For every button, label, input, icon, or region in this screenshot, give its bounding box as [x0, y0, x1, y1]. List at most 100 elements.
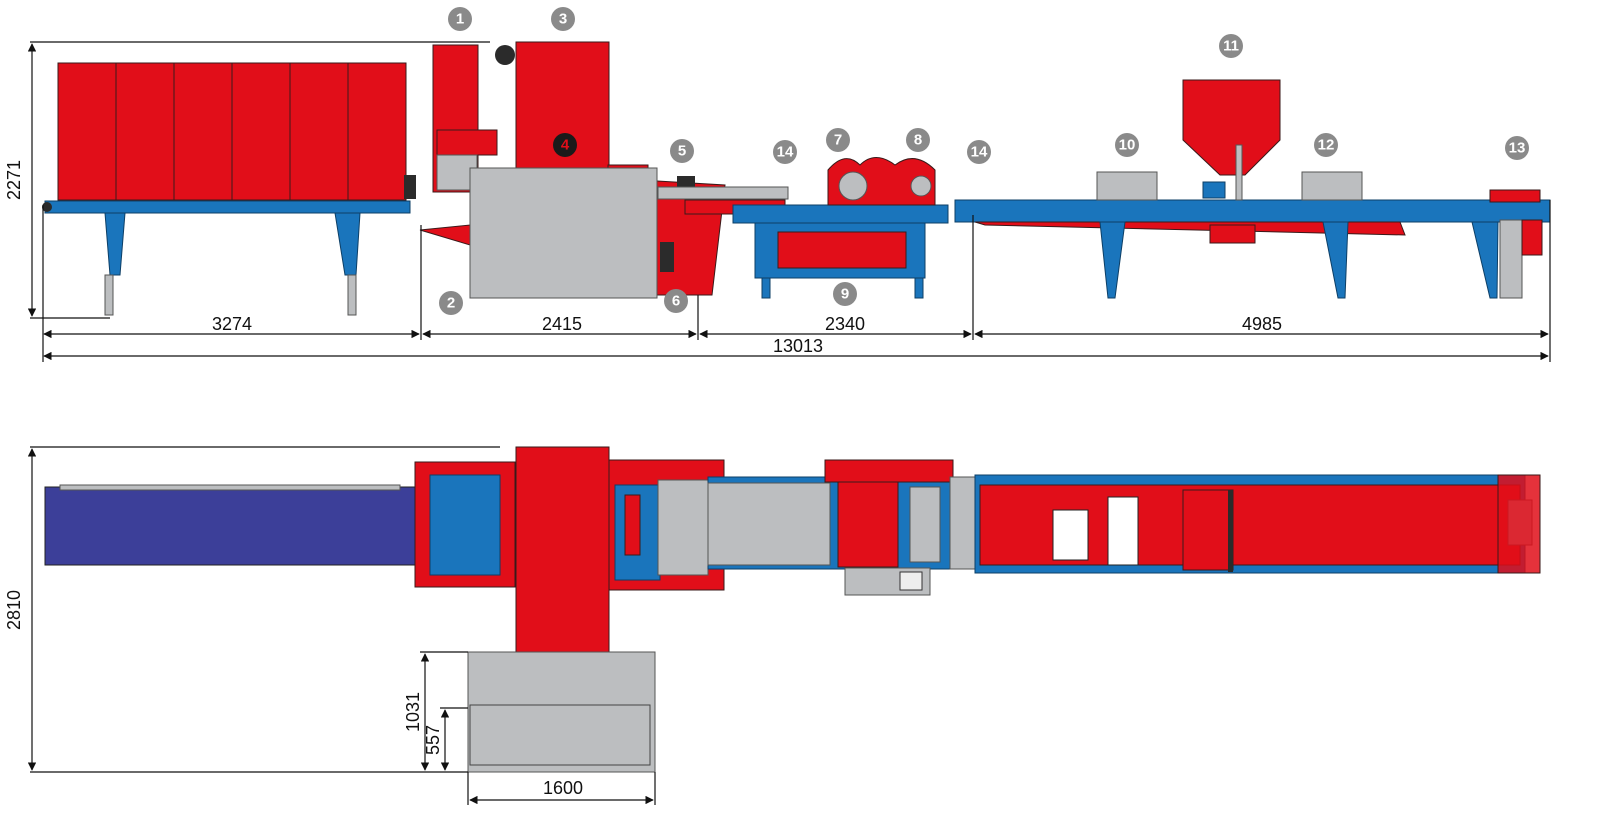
callout-14: 14 — [773, 140, 797, 164]
callout-badge — [551, 7, 575, 31]
outfeed-leg — [1099, 221, 1126, 299]
width-dimension: 2810 — [4, 590, 24, 630]
chute — [419, 224, 471, 246]
callout-badge — [1115, 133, 1139, 157]
infeed-belt — [44, 486, 421, 566]
infeed-leg — [334, 212, 361, 276]
infeed-leg — [104, 212, 126, 276]
table-frame — [732, 204, 949, 224]
callout-2: 2 — [439, 291, 463, 315]
unit-10-box — [1096, 171, 1158, 201]
callout-6: 6 — [664, 289, 688, 313]
callout-number: 2 — [447, 295, 455, 312]
hopper-post — [1235, 144, 1243, 201]
shaft — [1228, 490, 1233, 572]
callout-badge — [773, 140, 797, 164]
main-unit — [419, 41, 789, 299]
end-box-red — [1521, 219, 1543, 256]
motor-icon — [677, 176, 695, 188]
unit-13-top — [1497, 474, 1541, 574]
table-top-plate — [707, 482, 831, 566]
callout-number: 1 — [456, 11, 464, 28]
side-view: 2271 3274 2415 2340 4985 13013 — [4, 41, 1551, 362]
gap-plate — [949, 476, 976, 570]
callout-number: 11 — [1223, 38, 1239, 55]
section-4-dimension: 4985 — [1242, 314, 1282, 334]
callout-14: 14 — [967, 140, 991, 164]
infeed-foot — [347, 274, 357, 316]
section-3-dimension: 2340 — [825, 314, 865, 334]
callout-number: 7 — [834, 132, 842, 149]
outfeed-tray — [467, 651, 656, 773]
feeder-blue — [429, 474, 501, 576]
leg — [761, 277, 771, 299]
callout-12: 12 — [1314, 133, 1338, 157]
callout-11: 11 — [1219, 34, 1243, 58]
callout-4: 4 — [553, 133, 577, 157]
outfeed-rack — [469, 704, 651, 766]
callout-1: 1 — [448, 7, 472, 31]
white-plate — [1107, 496, 1139, 566]
callout-number: 6 — [672, 293, 680, 310]
belt-guide — [59, 484, 401, 491]
motor-icon — [660, 242, 674, 272]
callout-number: 5 — [678, 143, 686, 160]
transfer-plate — [657, 186, 789, 200]
callout-badge — [826, 128, 850, 152]
transfer-top — [657, 479, 709, 576]
infeed-foot — [104, 274, 114, 316]
motor-icon — [404, 175, 416, 199]
unit-7-drum — [838, 171, 868, 201]
unit-8-cover-top — [909, 486, 941, 563]
outfeed-frame — [954, 199, 1551, 223]
top-view: 2810 1031 557 1600 — [4, 446, 1541, 805]
callout-badge — [833, 282, 857, 306]
control-screen[interactable] — [899, 571, 923, 591]
leg — [914, 277, 924, 299]
callout-number: 3 — [559, 11, 567, 28]
unit-12-box — [1301, 171, 1363, 201]
perforated-plate — [1052, 509, 1089, 561]
infeed-conveyor — [42, 62, 416, 316]
drive-box — [1209, 224, 1256, 244]
callout-badge — [439, 291, 463, 315]
callout-number: 10 — [1119, 137, 1136, 154]
outfeed-leg — [1322, 221, 1349, 299]
hopper-panel-lines — [115, 63, 349, 200]
callout-number: 12 — [1318, 137, 1335, 154]
unit-6-window — [624, 494, 641, 556]
height-dimension: 2271 — [4, 160, 24, 200]
outfeed-conveyor — [954, 79, 1551, 299]
unit-1-arm — [436, 129, 498, 156]
hopper-motor — [1202, 181, 1226, 199]
unit-8-drum — [910, 175, 932, 197]
callout-5: 5 — [670, 139, 694, 163]
infeed-frame — [44, 200, 411, 214]
cutting-unit — [732, 157, 949, 299]
callout-8: 8 — [906, 128, 930, 152]
callout-badge — [448, 7, 472, 31]
callout-number: 4 — [561, 137, 570, 154]
outfeed-length-dimension: 1031 — [403, 692, 423, 732]
callout-number: 13 — [1509, 140, 1526, 157]
unit-7-8-body-top — [837, 481, 899, 568]
unit-11-hopper — [1182, 79, 1281, 176]
callout-13: 13 — [1505, 136, 1529, 160]
callout-number: 8 — [914, 132, 922, 149]
side-dimensions: 2271 3274 2415 2340 4985 13013 — [4, 41, 1551, 362]
callout-badge — [967, 140, 991, 164]
unit-7-8-hood-top — [824, 459, 954, 483]
callout-number: 14 — [971, 144, 988, 161]
callout-number: 9 — [841, 286, 849, 303]
callout-badge — [906, 128, 930, 152]
callout-3: 3 — [551, 7, 575, 31]
callout-badge — [1314, 133, 1338, 157]
callout-badge — [670, 139, 694, 163]
unit-2-cover — [469, 167, 658, 299]
roller-icon — [42, 202, 52, 212]
callout-badge — [664, 289, 688, 313]
section-2-dimension: 2415 — [542, 314, 582, 334]
outfeed-sub-dimension: 557 — [423, 725, 443, 755]
callout-10: 10 — [1115, 133, 1139, 157]
